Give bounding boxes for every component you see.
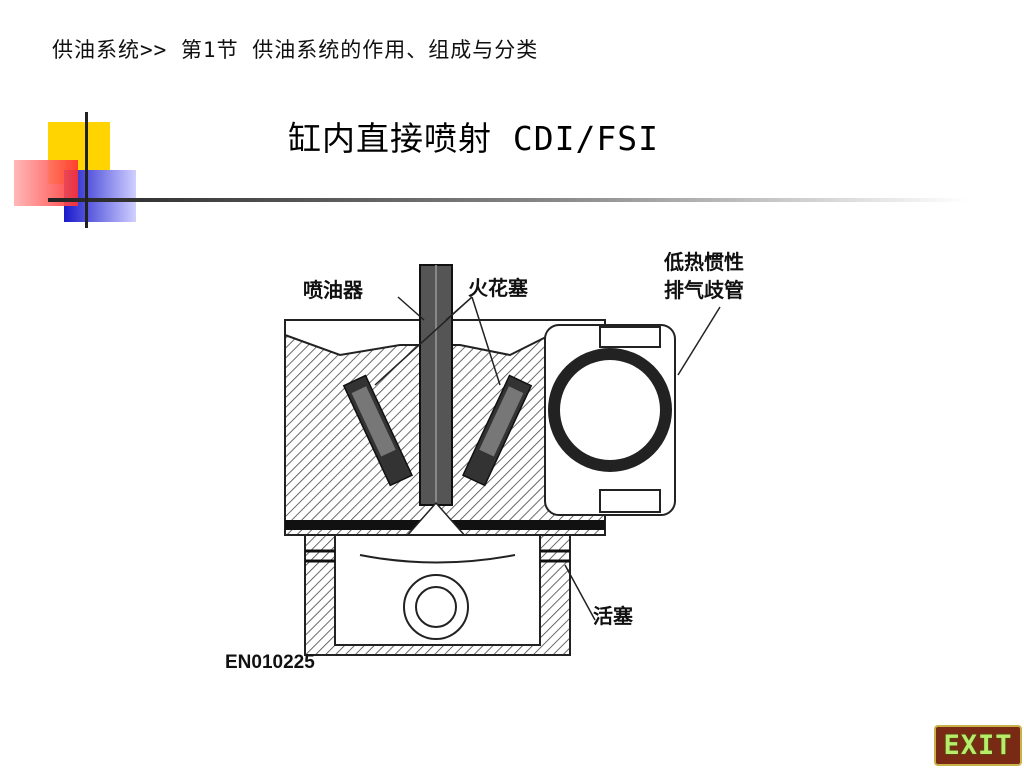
exit-button-label: EXIT: [943, 730, 1013, 761]
engine-cross-section-diagram: [284, 264, 721, 656]
label-manifold-line2: 排气歧管: [664, 278, 744, 302]
label-manifold-line1: 低热惯性: [664, 250, 744, 274]
slide-decoration: [14, 112, 968, 228]
label-spark-plug: 火花塞: [468, 276, 528, 300]
label-injector: 喷油器: [303, 278, 363, 302]
exit-button[interactable]: EXIT: [934, 725, 1022, 766]
label-piston: 活塞: [593, 604, 633, 628]
page-title: 缸内直接喷射 CDI/FSI: [288, 119, 659, 158]
figure-code: EN010225: [225, 652, 315, 673]
vertical-rule: [85, 112, 88, 228]
horizontal-rule: [48, 198, 968, 202]
breadcrumb: 供油系统>> 第1节 供油系统的作用、组成与分类: [52, 38, 539, 62]
